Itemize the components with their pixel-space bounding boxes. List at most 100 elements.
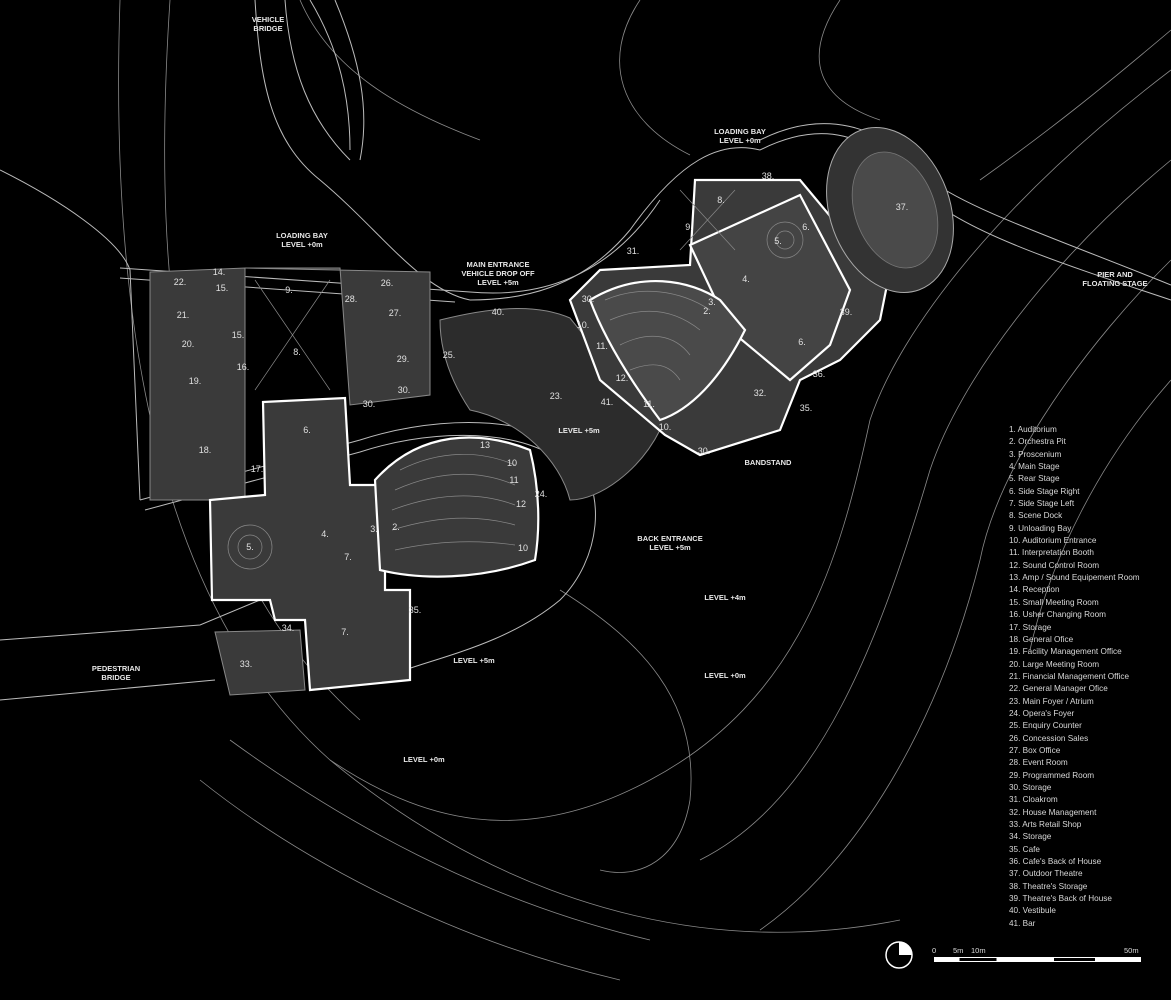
legend-item: 2. Orchestra Pit	[1009, 437, 1066, 447]
foyer-level-label: LEVEL +5m	[558, 426, 600, 435]
room-number: 40.	[492, 307, 505, 317]
room-number: 6.	[303, 425, 311, 435]
room-number: 5.	[246, 542, 254, 552]
bandstand-label: BANDSTAND	[745, 458, 793, 467]
room-number: 30.	[582, 294, 595, 304]
level-0-right-label: LEVEL +0m	[704, 671, 746, 680]
room-number: 24.	[535, 489, 548, 499]
buildings	[149, 127, 954, 696]
room-number: 11	[509, 475, 518, 485]
retail-block	[214, 629, 306, 696]
legend-item: 21. Financial Management Office	[1009, 671, 1129, 681]
room-number: 37.	[896, 202, 909, 212]
room-number: 9.	[685, 222, 693, 232]
legend-item: 36. Cafe's Back of House	[1009, 857, 1102, 867]
room-labels: 14.15.15.16.17.18.19.20.21.22.9.8.28.26.…	[174, 171, 909, 669]
legend-item: 41. Bar	[1009, 918, 1036, 928]
room-number: 35.	[800, 403, 813, 413]
legend-item: 13. Amp / Sound Equipement Room	[1009, 573, 1140, 583]
room-number: 8.	[717, 195, 725, 205]
room-number: 13	[480, 440, 490, 450]
room-number: 2.	[703, 306, 711, 316]
room-number: 4.	[321, 529, 329, 539]
scale-tick: 5m	[953, 946, 964, 955]
room-number: 15.	[232, 330, 245, 340]
legend-item: 5. Rear Stage	[1009, 474, 1060, 484]
room-number: 38.	[762, 171, 775, 181]
room-number: 12	[516, 499, 526, 509]
room-number: 27.	[389, 308, 402, 318]
room-number: 18.	[199, 445, 212, 455]
legend-item: 20. Large Meeting Room	[1009, 659, 1100, 669]
legend-item: 34. Storage	[1009, 832, 1052, 842]
room-number: 15.	[216, 283, 229, 293]
room-number: 28.	[345, 294, 358, 304]
room-number: 19.	[189, 376, 202, 386]
legend-item: 19. Facility Management Office	[1009, 647, 1122, 657]
legend-item: 15. Small Meeting Room	[1009, 597, 1099, 607]
legend-item: 7. Side Stage Left	[1009, 499, 1075, 509]
room-number: 36.	[813, 369, 826, 379]
room-number: 26.	[381, 278, 394, 288]
room-number: 20.	[182, 339, 195, 349]
auditorium-left	[373, 436, 540, 578]
legend-item: 1. Auditorium	[1009, 425, 1057, 434]
legend-item: 12. Sound Control Room	[1009, 560, 1100, 570]
scale-tick: 50m	[1124, 946, 1139, 955]
legend-item: 30. Storage	[1009, 782, 1052, 792]
legend-item: 40. Vestibule	[1009, 906, 1056, 916]
foyer-atrium	[439, 308, 661, 501]
legend-item: 8. Scene Dock	[1009, 511, 1063, 521]
legend-item: 14. Reception	[1009, 585, 1060, 595]
room-number: 17.	[251, 464, 264, 474]
legend-item: 29. Programmed Room	[1009, 770, 1095, 780]
legend-item: 18. General Ofice	[1009, 634, 1074, 644]
legend-item: 6. Side Stage Right	[1009, 486, 1080, 496]
legend-item: 35. Cafe	[1009, 844, 1040, 854]
legend-item: 38. Theatre's Storage	[1009, 881, 1088, 891]
legend-item: 11. Interpretation Booth	[1009, 548, 1094, 558]
legend-item: 4. Main Stage	[1009, 462, 1060, 472]
legend-item: 39. Theatre's Back of House	[1009, 894, 1112, 904]
room-number: 39.	[840, 307, 853, 317]
legend-item: 27. Box Office	[1009, 745, 1061, 755]
loading-block	[244, 267, 431, 406]
legend: 1. Auditorium 2. Orchestra Pit 3. Prosceni…	[1009, 424, 1140, 930]
legend-item: 16. Usher Changing Room	[1009, 610, 1106, 620]
room-number: 22.	[174, 277, 187, 287]
room-number: 7.	[341, 627, 349, 637]
scale-tick: 10m	[971, 946, 986, 955]
legend-item: 9. Unloading Bay	[1009, 523, 1072, 533]
room-number: 6.	[802, 222, 810, 232]
legend-item: 31. Cloakrom	[1009, 795, 1058, 805]
room-number: 10	[518, 543, 528, 553]
room-number: 11.	[643, 399, 655, 409]
room-number: 3.	[370, 524, 378, 534]
room-number: 33.	[240, 659, 253, 669]
room-number: 10	[507, 458, 517, 468]
legend-item: 3. Proscenium	[1009, 449, 1062, 459]
room-number: 10.	[659, 422, 672, 432]
room-number: 9.	[285, 285, 293, 295]
room-number: 5.	[774, 236, 782, 246]
legend-item: 23. Main Foyer / Atrium	[1009, 696, 1094, 706]
room-number: 31.	[627, 246, 640, 256]
scale-tick: 0	[932, 946, 937, 955]
room-number: 30.	[398, 385, 411, 395]
stage-block	[208, 396, 412, 692]
legend-item: 10. Auditorium Entrance	[1009, 536, 1097, 546]
legend-item: 25. Enquiry Counter	[1009, 721, 1082, 731]
level-4-label: LEVEL +4m	[704, 593, 746, 602]
room-number: 25.	[443, 350, 456, 360]
room-number: 21.	[177, 310, 190, 320]
legend-item: 28. Event Room	[1009, 758, 1068, 768]
room-number: 32.	[754, 388, 767, 398]
north-arrow	[885, 941, 913, 969]
